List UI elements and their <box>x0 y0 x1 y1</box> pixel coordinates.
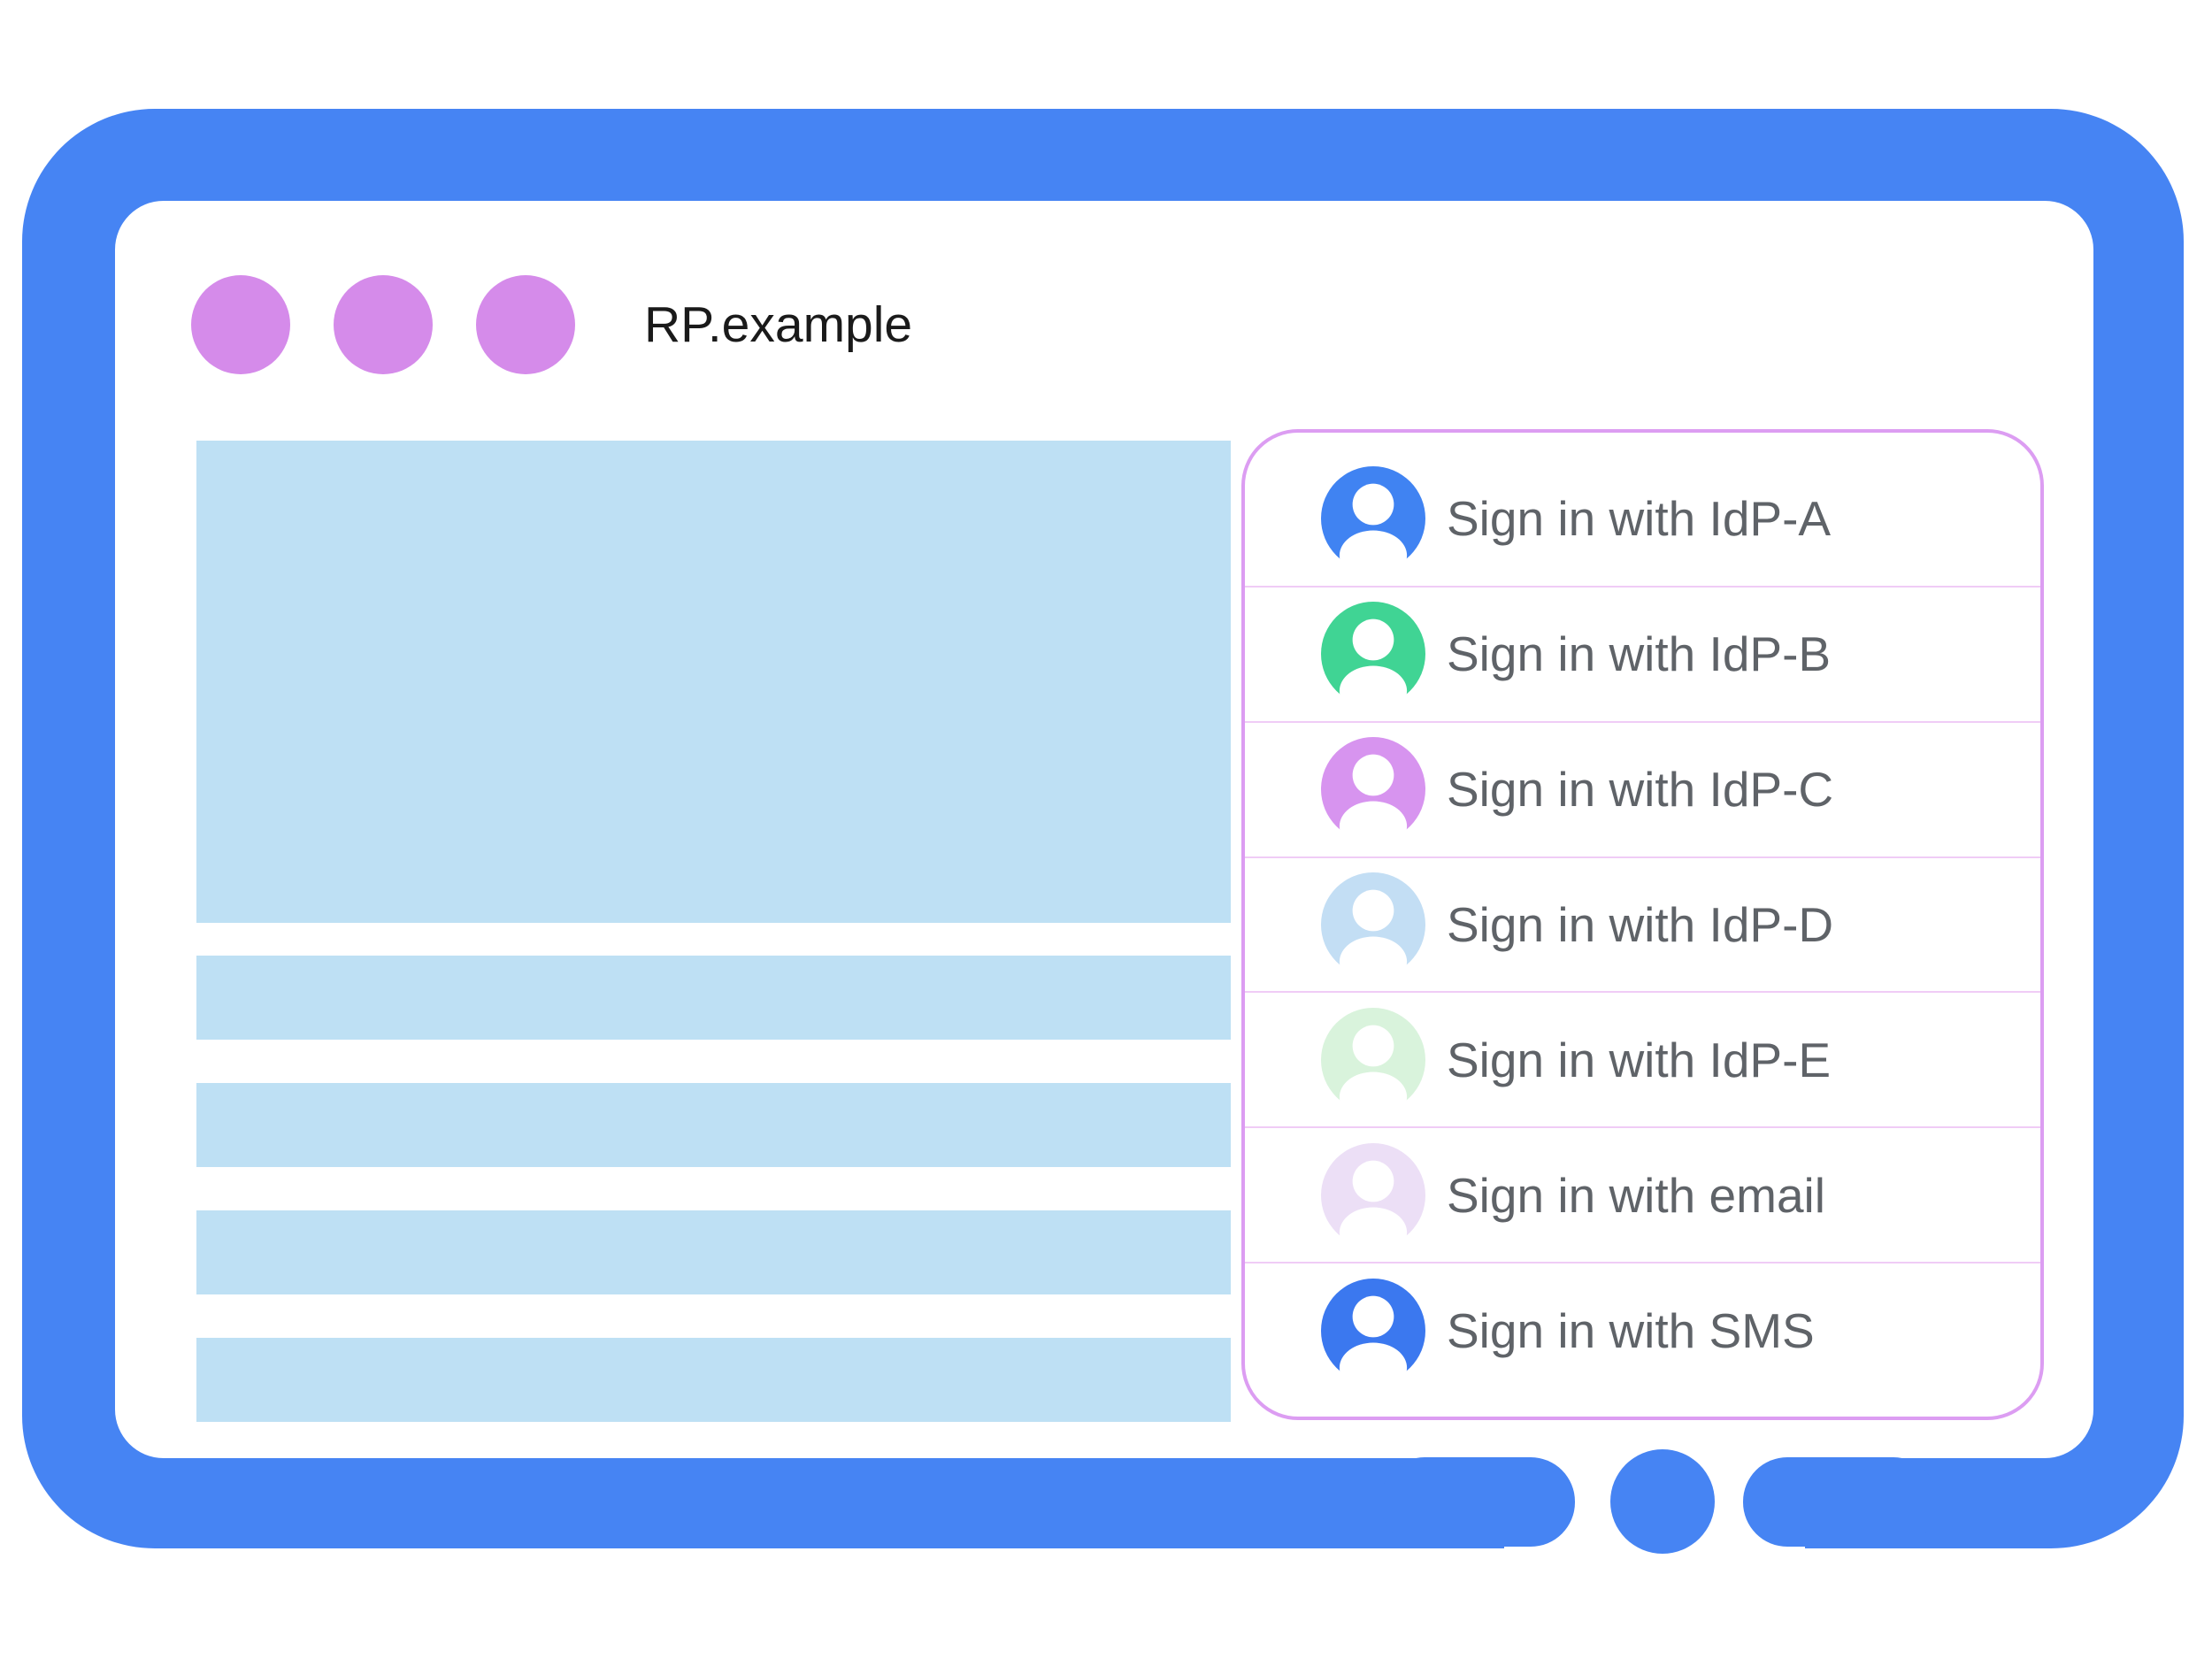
person-avatar-icon <box>1321 1142 1425 1248</box>
person-avatar-icon <box>1321 737 1425 842</box>
bezel-right-cap <box>1743 1457 1938 1547</box>
signin-option-label: Sign in with IdP-E <box>1447 1032 1832 1087</box>
content-placeholder-hero <box>196 441 1231 923</box>
signin-option-label: Sign in with IdP-A <box>1447 491 1832 547</box>
window-control-dot[interactable] <box>191 275 290 374</box>
home-button <box>1610 1449 1715 1554</box>
content-placeholder-bar <box>196 1210 1231 1294</box>
signin-option-1[interactable]: Sign in with IdP-A <box>1245 452 2040 586</box>
content-placeholder-bar <box>196 1338 1231 1422</box>
signin-option-label: Sign in with IdP-D <box>1447 897 1834 952</box>
signin-option-3[interactable]: Sign in with IdP-C <box>1245 720 2040 856</box>
person-avatar-icon <box>1321 466 1425 572</box>
person-avatar-icon <box>1321 872 1425 977</box>
signin-option-5[interactable]: Sign in with IdP-E <box>1245 991 2040 1126</box>
person-avatar-icon <box>1321 1278 1425 1383</box>
browser-chrome: RP.example <box>191 275 912 374</box>
person-avatar-icon <box>1321 1007 1425 1112</box>
signin-option-2[interactable]: Sign in with IdP-B <box>1245 585 2040 721</box>
signin-option-4[interactable]: Sign in with IdP-D <box>1245 856 2040 992</box>
signin-option-label: Sign in with email <box>1447 1167 1825 1223</box>
signin-option-label: Sign in with IdP-B <box>1447 626 1832 682</box>
bezel-left-cap <box>1380 1457 1575 1547</box>
signin-chooser-panel: Sign in with IdP-A Sign in with IdP-B Si… <box>1241 429 2044 1420</box>
person-avatar-icon <box>1321 602 1425 707</box>
page-title: RP.example <box>644 296 913 353</box>
signin-option-label: Sign in with SMS <box>1447 1302 1815 1358</box>
window-control-dot[interactable] <box>476 275 575 374</box>
signin-option-label: Sign in with IdP-C <box>1447 762 1834 818</box>
signin-option-7[interactable]: Sign in with SMS <box>1245 1262 2040 1397</box>
window-control-dot[interactable] <box>334 275 433 374</box>
content-placeholder-bar <box>196 1083 1231 1167</box>
content-placeholder-bar <box>196 956 1231 1040</box>
signin-option-6[interactable]: Sign in with email <box>1245 1126 2040 1262</box>
